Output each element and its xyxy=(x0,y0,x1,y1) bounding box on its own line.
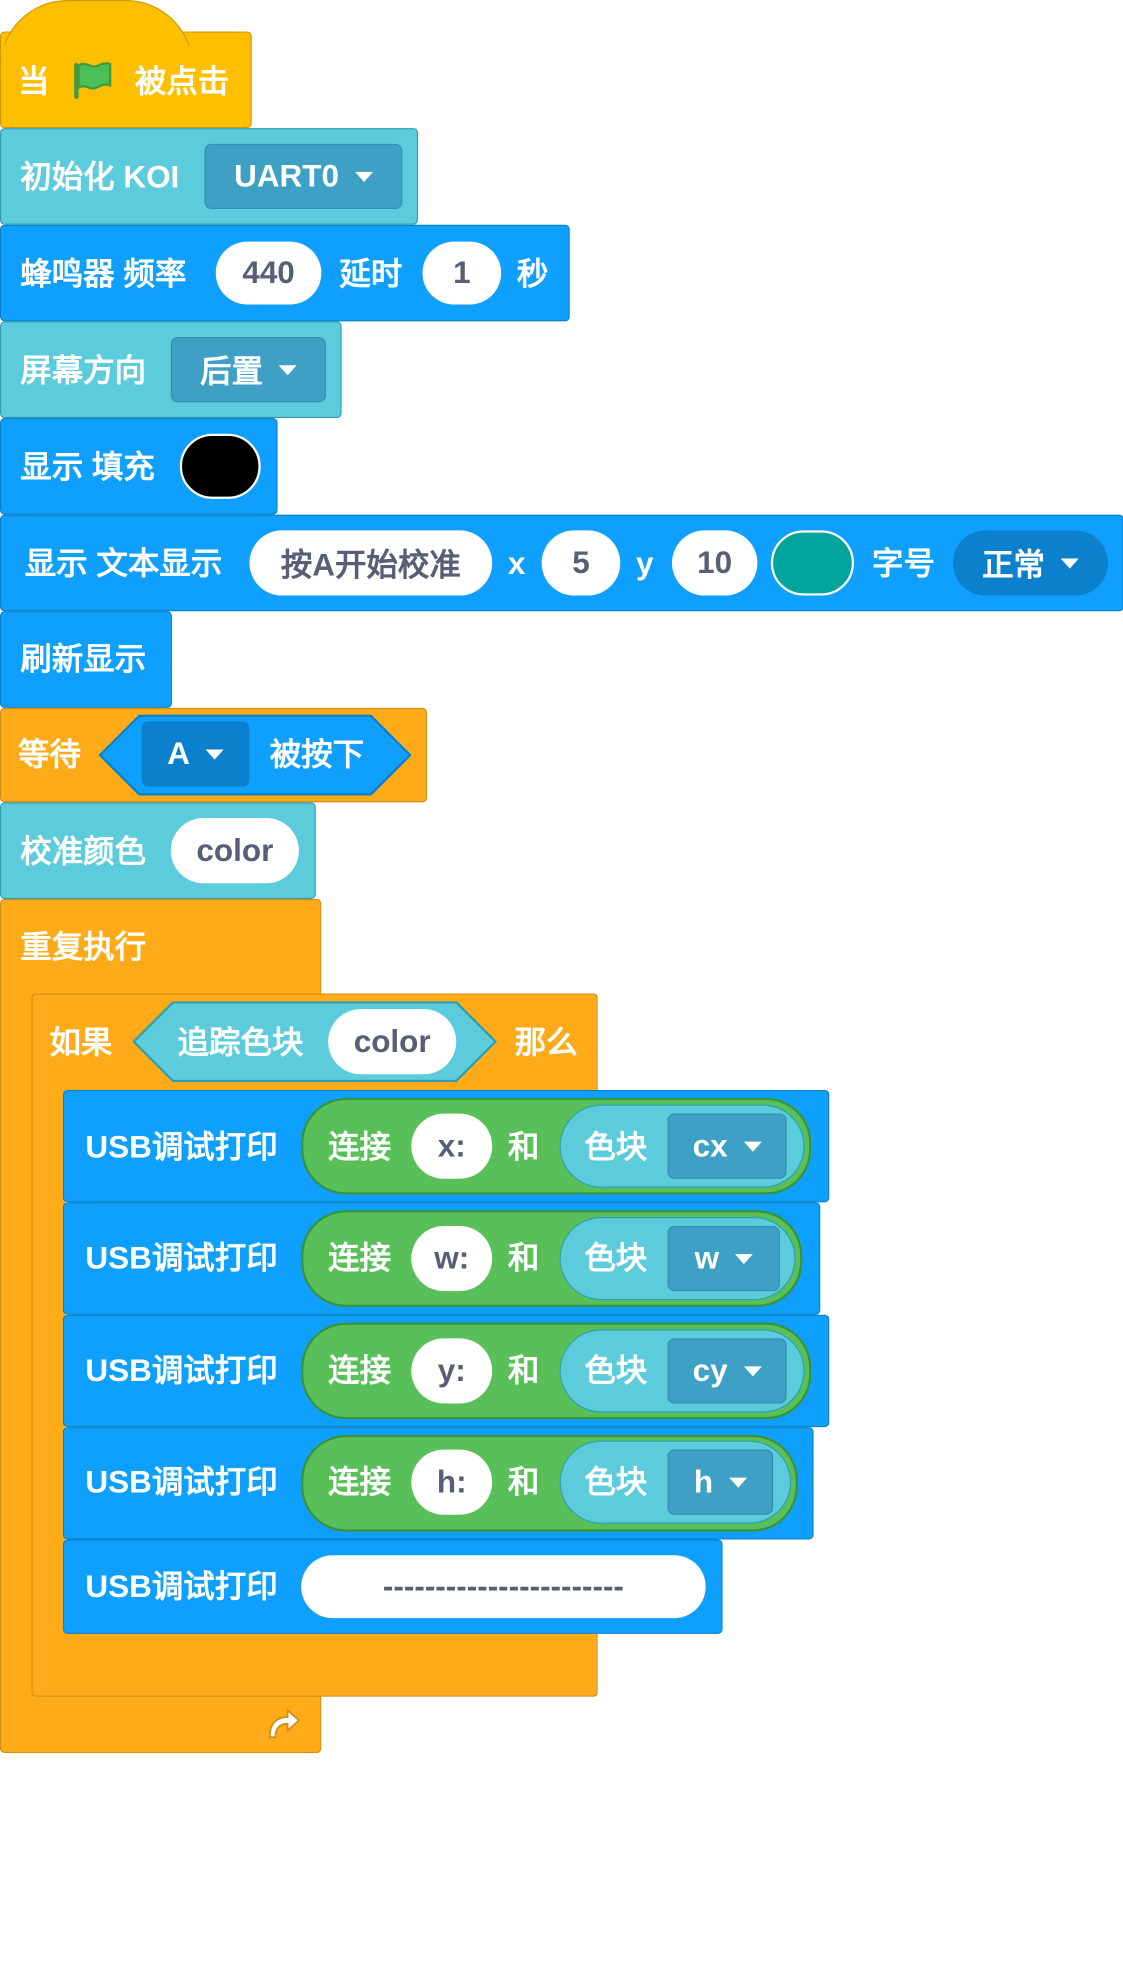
and-label-2: 和 xyxy=(507,1240,540,1276)
uart-port-value: UART0 xyxy=(234,158,339,194)
then-label: 那么 xyxy=(514,1024,578,1060)
calibrate-color-input[interactable]: color xyxy=(170,818,299,884)
display-text-input[interactable]: 按A开始校准 xyxy=(249,530,493,596)
chevron-down-icon xyxy=(1060,557,1079,569)
join-label-1: 连接 xyxy=(328,1129,392,1165)
screen-direction-dropdown[interactable]: 后置 xyxy=(170,337,326,403)
if-then-arm xyxy=(31,1087,66,1639)
y-input[interactable]: 10 xyxy=(671,530,758,596)
blob-label-3: 色块 xyxy=(584,1352,648,1388)
x-label: x xyxy=(507,546,526,581)
if-then-bottom xyxy=(31,1631,598,1697)
buzzer-delay-input[interactable]: 1 xyxy=(422,241,502,305)
button-key-dropdown[interactable]: A xyxy=(141,721,250,787)
blob-field-value-4: h xyxy=(693,1464,714,1500)
font-size-label: 字号 xyxy=(871,546,935,581)
x-input[interactable]: 5 xyxy=(541,530,621,596)
font-size-dropdown[interactable]: 正常 xyxy=(952,530,1108,596)
usb-print-label-1: USB调试打印 xyxy=(85,1129,278,1165)
join-text-input-2[interactable]: w: xyxy=(411,1225,493,1292)
usb-print-text-input[interactable]: ----------------------- xyxy=(301,1555,706,1619)
loop-arrow-icon xyxy=(263,1706,303,1750)
clicked-label: 被点击 xyxy=(134,64,230,99)
uart-port-dropdown[interactable]: UART0 xyxy=(204,143,403,210)
chevron-down-icon xyxy=(743,1141,762,1152)
join-label-4: 连接 xyxy=(328,1464,392,1500)
buzzer-label: 蜂鸣器 频率 xyxy=(20,256,187,292)
delay-label: 延时 xyxy=(339,256,403,292)
usb-print-label-2: USB调试打印 xyxy=(85,1240,278,1276)
join-label-3: 连接 xyxy=(328,1352,392,1388)
pressed-label: 被按下 xyxy=(269,737,365,772)
blob-field-dropdown-3[interactable]: cy xyxy=(667,1338,787,1404)
screen-direction-label: 屏幕方向 xyxy=(20,352,147,388)
blob-field-value-2: w xyxy=(694,1240,720,1276)
calibrate-color-label: 校准颜色 xyxy=(20,833,147,869)
usb-print-label-5: USB调试打印 xyxy=(85,1568,278,1604)
green-flag-icon xyxy=(70,58,115,109)
blob-field-dropdown-2[interactable]: w xyxy=(667,1225,780,1292)
buzzer-frequency-input[interactable]: 440 xyxy=(215,241,322,305)
init-koi-label: 初始化 KOI xyxy=(20,159,180,195)
y-label: y xyxy=(636,546,654,581)
join-text-input-4[interactable]: h: xyxy=(411,1449,493,1515)
fill-color-swatch[interactable] xyxy=(179,433,261,499)
usb-print-label-3: USB调试打印 xyxy=(85,1352,278,1388)
join-text-input-1[interactable]: x: xyxy=(411,1113,493,1179)
and-label-3: 和 xyxy=(507,1352,540,1388)
refresh-display-block[interactable] xyxy=(0,611,172,708)
join-label-2: 连接 xyxy=(328,1240,392,1276)
font-size-value: 正常 xyxy=(982,547,1046,583)
usb-print-label-4: USB调试打印 xyxy=(85,1464,278,1500)
chevron-down-icon xyxy=(205,748,224,760)
blob-field-value-1: cx xyxy=(692,1128,728,1164)
and-label-1: 和 xyxy=(507,1129,540,1165)
track-blob-label: 追踪色块 xyxy=(177,1024,304,1060)
forever-loop-block[interactable] xyxy=(0,898,322,996)
button-key-value: A xyxy=(167,736,191,771)
join-text-input-3[interactable]: y: xyxy=(411,1338,493,1404)
chevron-down-icon xyxy=(728,1477,747,1488)
chevron-down-icon xyxy=(734,1253,753,1264)
screen-direction-value: 后置 xyxy=(200,353,263,389)
text-color-swatch[interactable] xyxy=(770,530,855,596)
if-label: 如果 xyxy=(49,1024,113,1060)
forever-label: 重复执行 xyxy=(20,929,147,965)
chevron-down-icon xyxy=(743,1365,762,1376)
chevron-down-icon xyxy=(278,364,297,375)
and-label-4: 和 xyxy=(507,1464,540,1500)
track-blob-input[interactable]: color xyxy=(328,1009,457,1075)
blob-label-1: 色块 xyxy=(584,1129,648,1165)
blob-field-value-3: cy xyxy=(692,1352,728,1388)
blob-label-4: 色块 xyxy=(584,1464,648,1500)
chevron-down-icon xyxy=(354,171,373,182)
blob-field-dropdown-1[interactable]: cx xyxy=(667,1113,787,1179)
display-text-label: 显示 文本显示 xyxy=(24,546,223,581)
seconds-label: 秒 xyxy=(516,256,549,292)
display-fill-label: 显示 填充 xyxy=(20,449,155,485)
blob-field-dropdown-4[interactable]: h xyxy=(667,1449,774,1515)
wait-label: 等待 xyxy=(17,737,81,772)
blob-label-2: 色块 xyxy=(584,1240,648,1276)
forever-loop-arm xyxy=(0,993,34,1673)
refresh-display-label: 刷新显示 xyxy=(20,641,147,677)
when-label: 当 xyxy=(17,64,50,99)
